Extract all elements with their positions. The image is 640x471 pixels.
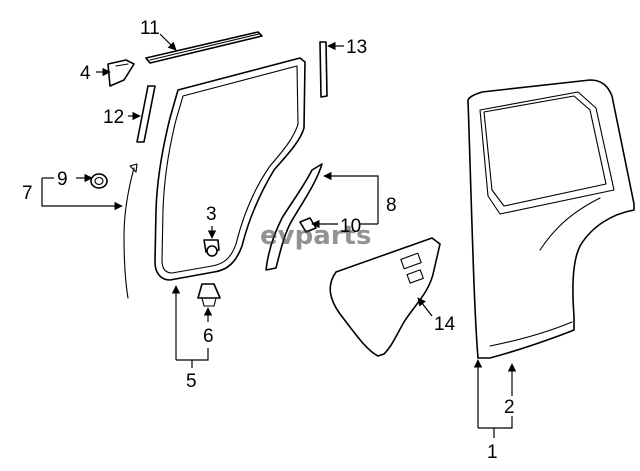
part-6-retainer <box>197 283 221 307</box>
part-3-clip <box>203 239 220 257</box>
part-1-door-shell <box>467 79 635 359</box>
door-weatherstrip <box>154 57 306 281</box>
callout-4: 4 <box>80 63 91 84</box>
leader-lines <box>41 33 517 438</box>
callout-13: 13 <box>346 37 367 58</box>
callout-5: 5 <box>186 371 197 392</box>
callout-12: 12 <box>103 107 124 128</box>
callouts: 11 4 13 12 9 7 3 6 5 8 10 14 2 1 <box>22 18 515 463</box>
part-4-garnish <box>107 59 135 87</box>
callout-2: 2 <box>504 397 515 418</box>
part-12-channel <box>136 85 156 143</box>
part-13-molding <box>319 41 328 98</box>
callout-14: 14 <box>434 314 456 335</box>
part-8-guide <box>265 163 323 271</box>
callout-9: 9 <box>57 169 68 190</box>
part-14-water-shield <box>329 237 441 357</box>
part-11-belt-molding <box>145 31 263 64</box>
callout-6: 6 <box>203 326 214 347</box>
callout-10: 10 <box>340 216 361 237</box>
part-7-seal <box>123 163 138 299</box>
part-9-grommet <box>90 173 108 189</box>
callout-7: 7 <box>22 183 33 204</box>
callout-8: 8 <box>386 195 397 216</box>
callout-1: 1 <box>487 442 498 463</box>
callout-11: 11 <box>140 18 160 39</box>
callout-3: 3 <box>206 204 217 225</box>
